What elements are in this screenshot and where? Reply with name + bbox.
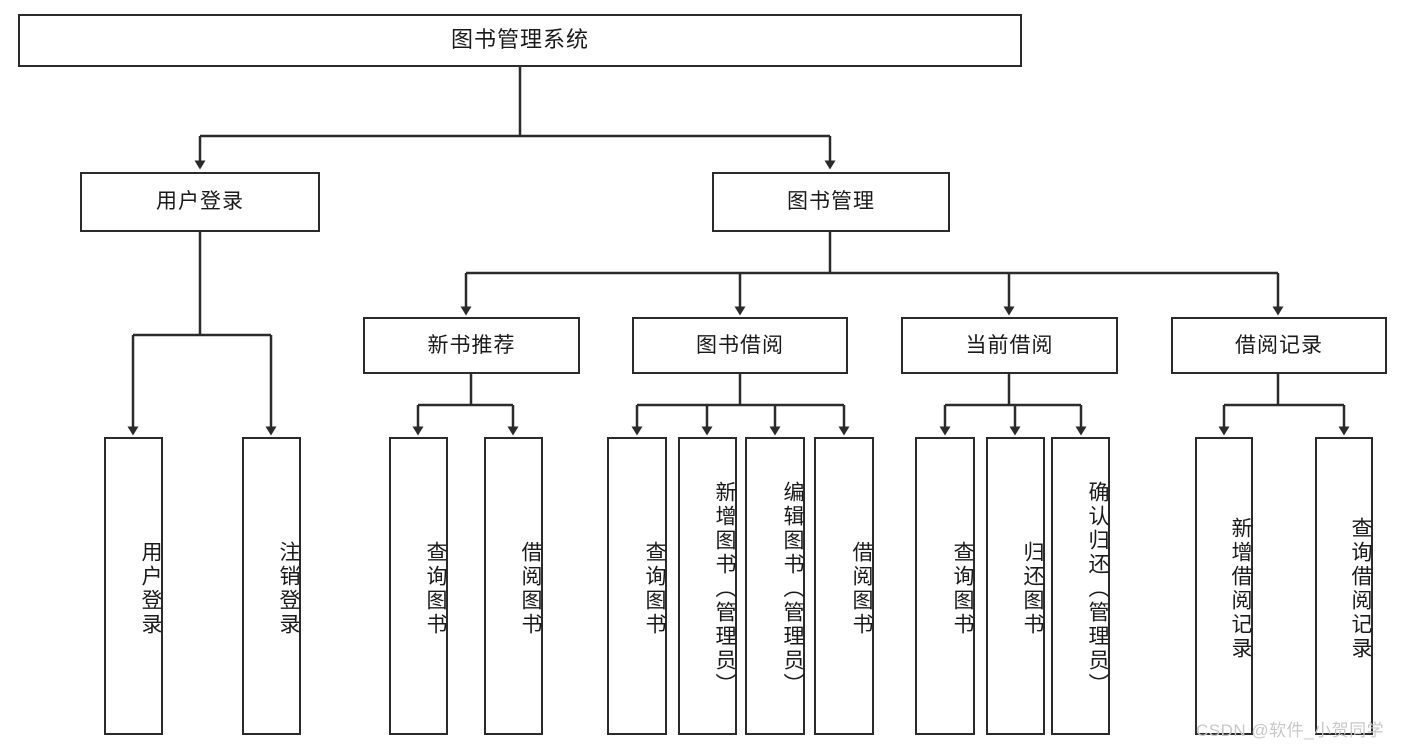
leaf-edit-book-admin[interactable]: 编辑图书（管理员） (745, 437, 805, 735)
node-label: 当前借阅 (965, 333, 1054, 357)
leaf-return-book[interactable]: 归还图书 (986, 437, 1045, 735)
node-label: 图书借阅 (696, 333, 784, 357)
node-current-borrow[interactable]: 当前借阅 (901, 317, 1118, 374)
leaf-label: 注销登录 (277, 541, 300, 637)
leaf-query-book-new[interactable]: 查询图书 (389, 437, 448, 735)
leaf-label: 查询图书 (643, 541, 666, 637)
leaf-label: 查询借阅记录 (1349, 517, 1372, 661)
node-root-label: 图书管理系统 (450, 27, 589, 53)
node-label: 图书管理 (787, 190, 875, 214)
leaf-borrow-book[interactable]: 借阅图书 (814, 437, 874, 735)
leaf-query-borrow-record[interactable]: 查询借阅记录 (1315, 437, 1373, 735)
node-user-login-group[interactable]: 用户登录 (80, 172, 320, 232)
leaf-label: 查询图书 (951, 541, 974, 637)
leaf-label: 借阅图书 (850, 541, 873, 637)
node-label: 借阅记录 (1235, 333, 1323, 357)
leaf-label: 编辑图书（管理员） (781, 481, 804, 697)
node-book-borrow[interactable]: 图书借阅 (632, 317, 848, 374)
watermark: CSDN @软件_小贺同学 (1196, 721, 1385, 740)
leaf-label: 用户登录 (139, 541, 162, 637)
node-label: 用户登录 (156, 190, 244, 214)
leaf-add-book-admin[interactable]: 新增图书（管理员） (678, 437, 737, 735)
leaf-confirm-return-admin[interactable]: 确认归还（管理员） (1051, 437, 1110, 735)
node-new-book-recommend[interactable]: 新书推荐 (363, 317, 580, 374)
leaf-label: 查询图书 (424, 541, 447, 637)
leaf-label: 新增图书（管理员） (713, 481, 736, 697)
leaf-label: 新增借阅记录 (1229, 517, 1252, 661)
leaf-borrow-book-new[interactable]: 借阅图书 (484, 437, 543, 735)
leaf-query-book-current[interactable]: 查询图书 (915, 437, 975, 735)
leaf-user-login[interactable]: 用户登录 (104, 437, 163, 735)
node-borrow-record[interactable]: 借阅记录 (1171, 317, 1387, 374)
leaf-label: 归还图书 (1021, 541, 1044, 637)
leaf-label: 确认归还（管理员） (1086, 481, 1109, 697)
node-label: 新书推荐 (427, 333, 516, 357)
leaf-add-borrow-record[interactable]: 新增借阅记录 (1195, 437, 1253, 735)
node-book-management-group[interactable]: 图书管理 (712, 172, 950, 232)
leaf-logout[interactable]: 注销登录 (242, 437, 301, 735)
node-root[interactable]: 图书管理系统 (18, 14, 1022, 67)
leaf-label: 借阅图书 (519, 541, 542, 637)
leaf-query-book-borrow[interactable]: 查询图书 (607, 437, 667, 735)
